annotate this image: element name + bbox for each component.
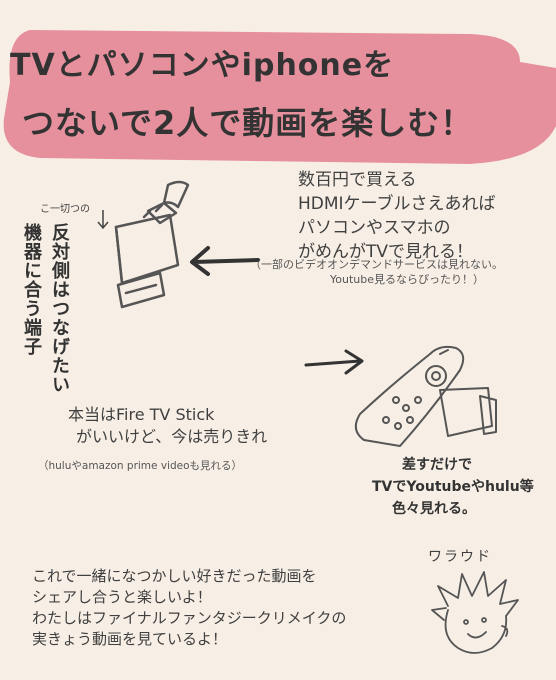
bottom-message-line: シェアし合うと楽しいよ！ <box>32 588 212 606</box>
fire-tv-remote-drawing <box>354 345 497 447</box>
title-line-2: つないで2人で動画を楽しむ！ <box>22 104 474 142</box>
tv-note-line-1: 差すだけで <box>402 457 472 473</box>
tv-note-line-2: TVでYoutubeやhulu等 <box>372 479 534 495</box>
character-face-drawing <box>431 571 519 654</box>
bottom-message-line: わたしはファイナルファンタジークリメイクの <box>32 609 347 627</box>
bottom-message-line: 実きょう動画を見ているよ！ <box>32 630 228 648</box>
cable-note: 数百円で買える HDMIケーブルさえあれば パソコンやスマホの がめんがTVで見… <box>298 168 496 264</box>
stick-note-line-1: 本当はFire TV Stick <box>68 405 215 424</box>
tv-note-line-3: 色々見れる。 <box>392 501 476 517</box>
cable-subnote-line-1: （一部のビデオオンデマンドサービスは見れない。 <box>250 258 503 271</box>
cable-note-line: がめんがTVで見れる！ <box>298 242 474 262</box>
cable-note-line: 数百円で買える <box>298 170 417 190</box>
cable-vertical-label-right: 反対側はつなげたい <box>49 223 70 394</box>
character-name: ワラウド <box>428 549 492 565</box>
stick-note: 本当はFire TV Stick がいいけど、今は売りきれ <box>68 404 267 448</box>
cable-subnote-line-2: Youtube見るならぴったり！） <box>330 273 484 286</box>
cable-subnote: （一部のビデオオンデマンドサービスは見れない。 Youtube見るならぴったり！… <box>250 257 503 287</box>
down-arrow-icon <box>97 210 109 230</box>
cable-vertical-label-left: 機器に合う端子 <box>21 223 42 356</box>
title-line-1: TVとパソコンやiphoneを <box>10 48 395 83</box>
stick-subnote: （huluやamazon prime videoも見れる） <box>38 460 243 472</box>
tv-note: 差すだけで TVでYoutubeやhulu等 色々見れる。 <box>372 454 534 520</box>
cable-note-line: HDMIケーブルさえあれば <box>298 194 496 214</box>
cable-top-note: こ一切つの <box>40 204 90 215</box>
bottom-message: これで一緒になつかしい好きだった動画を シェアし合うと楽しいよ！ わたしはファイ… <box>32 566 346 650</box>
bottom-message-line: これで一緒になつかしい好きだった動画を <box>32 567 317 585</box>
right-arrow-icon <box>304 349 364 375</box>
cable-note-line: パソコンやスマホの <box>298 218 451 238</box>
left-arrow-icon <box>190 246 260 276</box>
title-banner <box>3 30 556 164</box>
hdmi-cable-drawing <box>114 180 190 309</box>
stick-note-line-2: がいいけど、今は売りきれ <box>76 427 268 446</box>
